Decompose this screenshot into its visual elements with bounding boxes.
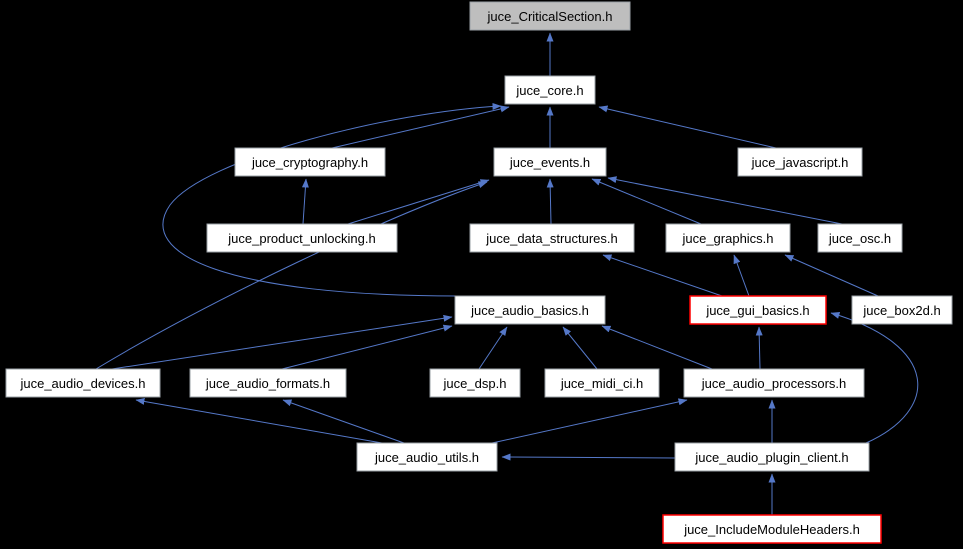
node-label: juce_gui_basics.h [705,303,809,318]
node-juce-gui-basics[interactable]: juce_gui_basics.h [689,295,827,325]
node-box [356,442,498,472]
node-juce-data-structures[interactable]: juce_data_structures.h [469,223,635,253]
node-label: juce_audio_basics.h [470,303,589,318]
node-label: juce_box2d.h [862,303,940,318]
edge-midi-ci-to-audio-basics [562,326,598,370]
node-juce-audio-devices[interactable]: juce_audio_devices.h [5,368,161,398]
node-juce-audio-formats[interactable]: juce_audio_formats.h [189,368,347,398]
edge-audio-devices-to-audio-basics [111,314,453,370]
edge-graphics-to-events [591,178,702,225]
node-box [817,223,903,253]
node-box [469,1,631,31]
edge-javascript-to-core [598,105,777,149]
node-juce-product-unlocking[interactable]: juce_product_unlocking.h [206,223,398,253]
node-juce-audio-plugin-client[interactable]: juce_audio_plugin_client.h [674,442,870,472]
node-box [737,147,863,177]
edge-plugin-client-to-audio-utils [501,453,676,461]
node-label: juce_data_structures.h [485,231,618,246]
node-juce-graphics[interactable]: juce_graphics.h [665,223,791,253]
edge-gui-basics-to-graphics [733,254,750,297]
node-label: juce_graphics.h [681,231,773,246]
node-box [429,368,521,398]
node-box [469,223,635,253]
edge-gui-basics-to-data-structures [602,254,723,297]
node-label: juce_CriticalSection.h [486,9,612,24]
node-juce-audio-basics[interactable]: juce_audio_basics.h [454,295,606,325]
edge-data-structures-to-events [546,178,554,225]
node-box [683,368,865,398]
node-label: juce_midi_ci.h [560,376,643,391]
edge-box2d-to-graphics [784,254,879,297]
node-label: juce_IncludeModuleHeaders.h [683,522,860,537]
node-juce-events[interactable]: juce_events.h [493,147,607,177]
node-juce-cryptography[interactable]: juce_cryptography.h [234,147,386,177]
node-juce-javascript[interactable]: juce_javascript.h [737,147,863,177]
node-label: juce_audio_devices.h [19,376,145,391]
edge-layer [95,32,919,515]
node-box [234,147,386,177]
edge-plugin-client-to-gui-basics [830,312,919,444]
node-box [851,295,953,325]
node-box [189,368,347,398]
node-box [206,223,398,253]
edge-product-unlocking-to-cryptography [301,178,309,225]
node-label: juce_dsp.h [443,376,507,391]
edge-audio-utils-to-audio-formats [282,399,405,444]
node-juce-osc[interactable]: juce_osc.h [817,223,903,253]
edge-dsp-to-audio-basics [478,326,508,370]
node-box [689,295,827,325]
edge-audio-formats-to-audio-basics [281,324,453,370]
node-label: juce_audio_processors.h [701,376,847,391]
node-label: juce_cryptography.h [251,155,368,170]
edge-audio-utils-to-audio-processors [491,398,688,444]
node-label: juce_javascript.h [751,155,849,170]
node-label: juce_events.h [509,155,590,170]
node-juce-includemoduleheaders[interactable]: juce_IncludeModuleHeaders.h [662,514,882,544]
node-juce-audio-utils[interactable]: juce_audio_utils.h [356,442,498,472]
edge-audio-processors-to-gui-basics [755,326,763,370]
edge-audio-basics-to-core [162,102,502,297]
node-juce-dsp[interactable]: juce_dsp.h [429,368,521,398]
node-label: juce_audio_plugin_client.h [694,450,848,465]
node-box [5,368,161,398]
node-layer: juce_CriticalSection.h juce_core.h juce_… [5,1,953,544]
node-box [665,223,791,253]
edge-audio-processors-to-audio-basics [601,325,713,370]
node-juce-core[interactable]: juce_core.h [504,75,596,105]
node-juce-audio-processors[interactable]: juce_audio_processors.h [683,368,865,398]
node-label: juce_audio_formats.h [205,376,330,391]
node-label: juce_core.h [515,83,583,98]
edge-cryptography-to-core [331,105,510,149]
node-box [544,368,660,398]
edge-product-unlocking-to-events [347,179,490,225]
node-label: juce_product_unlocking.h [227,231,375,246]
node-juce-criticalsection[interactable]: juce_CriticalSection.h [469,1,631,31]
edge-osc-to-events [607,176,843,225]
edge-audio-utils-to-audio-devices [135,398,383,444]
node-juce-box2d[interactable]: juce_box2d.h [851,295,953,325]
node-label: juce_audio_utils.h [374,450,479,465]
node-box [504,75,596,105]
node-label: juce_osc.h [828,231,891,246]
node-box [493,147,607,177]
node-juce-midi-ci[interactable]: juce_midi_ci.h [544,368,660,398]
edge-audio-devices-to-events [95,181,488,370]
node-box [454,295,606,325]
node-box [662,514,882,544]
node-box [674,442,870,472]
